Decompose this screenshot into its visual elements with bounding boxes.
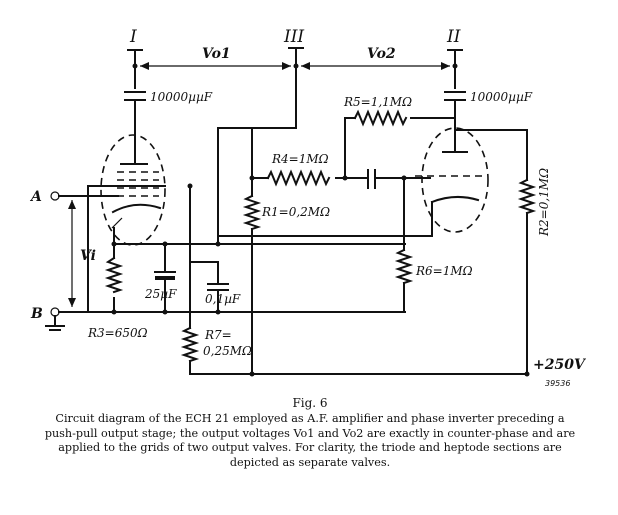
r5-label: R5=1,1MΩ — [343, 95, 412, 109]
vo1-label: Vo1 — [202, 46, 231, 62]
terminal-ii: II — [446, 27, 463, 89]
vo2-label: Vo2 — [367, 46, 396, 62]
triode-cathode — [217, 201, 433, 237]
grid-wiring — [87, 185, 166, 313]
circuit-schematic: I III II Vo1 Vo2 10000µµF 10000µµF — [29, 27, 587, 388]
resistor-r2: R2=0,1MΩ — [454, 117, 551, 375]
terminal-iii: III — [283, 27, 304, 129]
terminal-b-label: B — [30, 306, 43, 322]
input-terminals: A B Vi — [29, 189, 406, 331]
r2-label: R2=0,1MΩ — [537, 168, 551, 237]
terminal-i-label: I — [129, 27, 137, 47]
cathode-bus — [113, 227, 406, 259]
supply-label: +250V — [533, 357, 587, 373]
capacitor-c3: 25µF — [144, 243, 177, 313]
r6-label: R6=1MΩ — [415, 264, 473, 278]
terminal-iii-label: III — [283, 27, 304, 47]
resistor-r4: R4=1MΩ — [251, 152, 369, 187]
terminal-a-label: A — [29, 189, 42, 205]
supply-rail: +250V — [189, 357, 587, 377]
resistor-r7: R7= 0,25MΩ — [180, 261, 252, 375]
r7-label-a: R7= — [204, 328, 232, 342]
r4-label: R4=1MΩ — [271, 152, 329, 166]
vo2-arrow: Vo2 — [301, 46, 450, 70]
coupling-capacitor — [367, 169, 431, 251]
r3-label: R3=650Ω — [87, 326, 148, 340]
r1-branch: R1=0,2MΩ — [217, 127, 330, 375]
resistor-r3: R3=650Ω — [87, 256, 148, 340]
resistor-r6: R6=1MΩ — [394, 248, 473, 313]
figure-caption-text: Circuit diagram of the ECH 21 employed a… — [44, 412, 576, 469]
resistor-r5: R5=1,1MΩ — [343, 95, 456, 179]
figure-title: Fig. 6 — [292, 396, 328, 410]
capacitor-c1: 10000µµF — [124, 90, 213, 139]
r7-label-b: 0,25MΩ — [203, 344, 252, 358]
heptode-valve — [100, 134, 166, 246]
capacitor-c2: 10000µµF — [444, 90, 533, 151]
r1-label: R1=0,2MΩ — [261, 205, 330, 219]
terminal-ii-label: II — [446, 27, 461, 47]
capacitor-c4: 0,1µF — [189, 185, 241, 313]
c4-label: 0,1µF — [205, 292, 241, 306]
c1-label: 10000µµF — [150, 90, 213, 104]
triode-valve — [415, 127, 489, 233]
junction-dots — [111, 63, 458, 315]
c3-label: 25µF — [144, 287, 177, 301]
c2-label: 10000µµF — [470, 90, 533, 104]
vo1-arrow: Vo1 — [140, 46, 291, 70]
reference-number: 39536 — [545, 379, 570, 388]
terminal-i: I — [127, 27, 143, 89]
figure-caption: Fig. 6 Circuit diagram of the ECH 21 emp… — [40, 396, 580, 470]
